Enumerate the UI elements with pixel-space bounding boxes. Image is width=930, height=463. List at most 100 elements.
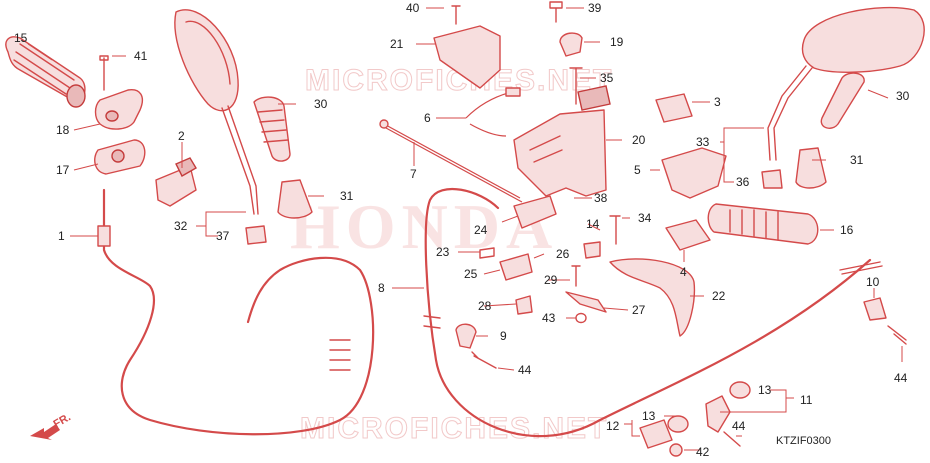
callout-19: 19 <box>610 35 624 49</box>
callout-27: 27 <box>632 303 646 317</box>
cable-joint-24 <box>513 195 557 229</box>
screw-35 <box>569 67 583 105</box>
callout-36: 36 <box>736 175 750 189</box>
callout-14: 14 <box>586 217 600 231</box>
choke-cable-part <box>379 119 523 203</box>
clip-43 <box>575 312 587 324</box>
leader-lines <box>27 7 903 451</box>
switch-cover-part <box>433 25 501 89</box>
callout-24: 24 <box>474 223 488 237</box>
callout-43: 43 <box>542 311 556 325</box>
nut-37 <box>245 225 267 245</box>
grommet-13a <box>667 415 689 433</box>
left-grip-part <box>5 36 86 108</box>
clamp-19 <box>559 32 583 57</box>
bolt-44-bottom <box>723 431 741 447</box>
callout-3: 3 <box>714 95 721 109</box>
screw-40 <box>451 5 461 25</box>
throttle-holder-part <box>94 89 144 130</box>
rear-brake-cable-part <box>423 187 872 438</box>
switch-5 <box>661 147 727 199</box>
callout-9: 9 <box>500 329 507 343</box>
callout-42: 42 <box>696 445 710 458</box>
right-mirror-cover-part <box>795 147 827 189</box>
callout-2: 2 <box>178 129 185 143</box>
drawing-code: KTZIF0300 <box>776 435 831 447</box>
joint-25 <box>499 253 533 281</box>
button-3 <box>655 93 693 123</box>
callout-31-right: 31 <box>850 153 864 167</box>
callout-15: 15 <box>14 31 28 45</box>
callout-labels: 1 2 3 4 5 6 7 8 9 10 11 12 13 13 14 15 1… <box>14 1 910 459</box>
nut-36 <box>761 169 783 189</box>
callout-40: 40 <box>406 1 420 15</box>
holder-9 <box>455 323 477 349</box>
right-mirror-boot-part <box>820 72 865 129</box>
callout-32: 32 <box>174 219 188 233</box>
nut-42 <box>669 443 683 457</box>
callout-22: 22 <box>712 289 726 303</box>
holder-10 <box>863 297 887 321</box>
callout-10: 10 <box>866 275 880 289</box>
front-arrow-icon <box>30 424 60 440</box>
callout-18: 18 <box>56 123 70 137</box>
callout-11: 11 <box>800 393 813 407</box>
bolt-44-left <box>471 351 497 369</box>
bolt-44-right <box>893 333 907 345</box>
left-switch-part <box>155 157 197 207</box>
callout-6: 6 <box>424 111 431 125</box>
callout-1: 1 <box>58 229 65 243</box>
callout-13a: 13 <box>642 409 656 423</box>
callout-17: 17 <box>56 163 70 177</box>
callout-31-left: 31 <box>340 189 354 203</box>
callout-41: 41 <box>134 49 148 63</box>
callout-29: 29 <box>544 273 558 287</box>
callout-44-bottom: 44 <box>732 419 746 433</box>
callout-23: 23 <box>436 245 450 259</box>
callout-7: 7 <box>410 167 417 181</box>
callout-13b: 13 <box>758 383 772 397</box>
callout-4: 4 <box>680 265 687 279</box>
callout-26: 26 <box>556 247 570 261</box>
watermark-center: HONDA <box>290 191 558 262</box>
right-mirror-part <box>767 6 925 161</box>
callout-34: 34 <box>638 211 652 225</box>
callout-39: 39 <box>588 1 602 15</box>
callout-20: 20 <box>632 133 646 147</box>
left-mirror-cover-part <box>277 179 313 219</box>
callout-21: 21 <box>390 37 404 51</box>
callout-16: 16 <box>840 223 854 237</box>
callout-30-right: 30 <box>896 89 910 103</box>
spring-23 <box>479 247 495 259</box>
grommet-13b <box>729 381 751 399</box>
switch-wire-part <box>465 91 513 137</box>
front-marker: FR. <box>52 411 73 430</box>
callout-5: 5 <box>634 163 641 177</box>
part-28 <box>515 295 533 315</box>
right-brake-lever-part <box>609 258 696 337</box>
bolt-41 <box>99 55 109 91</box>
bolt-44-right-top <box>887 325 907 341</box>
callout-44-left: 44 <box>518 363 532 377</box>
left-mirror-part <box>174 9 259 215</box>
right-grip-part <box>707 203 819 245</box>
right-switch-housing-part <box>513 85 611 197</box>
holder-12 <box>639 419 673 449</box>
callout-12: 12 <box>606 419 620 433</box>
bracket-11 <box>705 395 731 433</box>
callout-28: 28 <box>478 299 492 313</box>
bolt-29 <box>571 265 581 287</box>
lower-holder-part <box>94 139 146 175</box>
left-mirror-boot-part <box>253 96 291 162</box>
cable-end-right <box>839 261 883 275</box>
callout-44-right: 44 <box>894 371 908 385</box>
switch-4 <box>665 219 711 251</box>
callout-25: 25 <box>464 267 478 281</box>
callout-37: 37 <box>216 229 230 243</box>
screw-39 <box>549 1 563 23</box>
callout-35: 35 <box>600 71 614 85</box>
bolt-14 <box>609 215 621 245</box>
callout-30-left: 30 <box>314 97 328 111</box>
callout-33: 33 <box>696 135 710 149</box>
